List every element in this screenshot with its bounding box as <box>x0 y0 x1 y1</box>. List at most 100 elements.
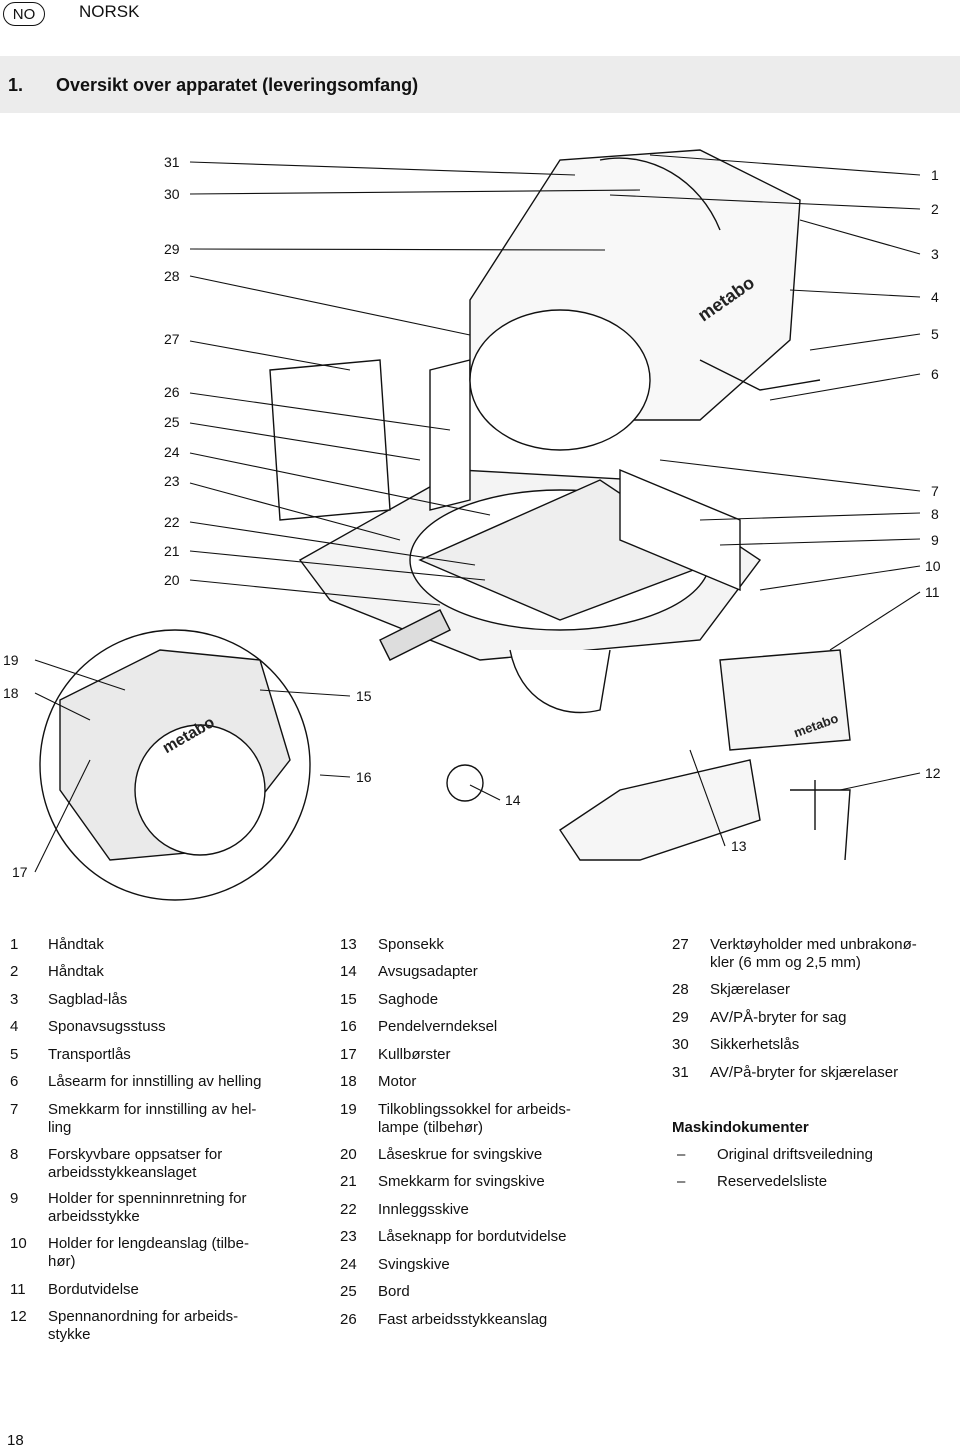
item-number: 13 <box>340 936 357 953</box>
item-number: 31 <box>672 1064 689 1081</box>
mitre-saw-illustration: metabo metabo metabo <box>34 149 921 901</box>
item-label: Sagblad-lås <box>48 991 128 1008</box>
item-label: Pendelverndeksel <box>378 1018 498 1035</box>
list-item: 8 Forskyvbare oppsatser for arbeidsstykke… <box>10 1146 288 1182</box>
item-number: 28 <box>672 981 689 998</box>
callout-7: 7 <box>931 483 939 499</box>
list-item: 7 Smekkarm for innstilling av hel- ling <box>10 1101 288 1137</box>
item-number: 9 <box>10 1190 19 1207</box>
section-title: Oversikt over apparatet (leveringsomfang… <box>56 75 419 95</box>
callout-25: 25 <box>164 414 180 430</box>
item-label: Holder for lengdeanslag (tilbe- hør) <box>48 1235 249 1270</box>
callout-3: 3 <box>931 246 939 262</box>
item-number: 30 <box>672 1036 689 1053</box>
callout-13: 13 <box>731 838 747 854</box>
item-number: 16 <box>340 1018 357 1035</box>
list-item: 26 Fast arbeidsstykkeanslag <box>340 1311 618 1329</box>
item-label: AV/PÅ-bryter for sag <box>710 1009 847 1026</box>
callout-4: 4 <box>931 289 939 305</box>
list-item: 10 Holder for lengdeanslag (tilbe- hør) <box>10 1235 288 1271</box>
callout-11: 11 <box>925 584 940 600</box>
item-number: 17 <box>340 1046 357 1063</box>
section-number: 1. <box>8 75 24 95</box>
item-number: 15 <box>340 991 357 1008</box>
list-item: 20 Låseskrue for svingskive <box>340 1146 618 1164</box>
item-number: 24 <box>340 1256 357 1273</box>
callout-20: 20 <box>164 572 180 588</box>
callout-28: 28 <box>164 268 180 284</box>
item-number: 20 <box>340 1146 357 1163</box>
item-number: 18 <box>340 1073 357 1090</box>
callout-6: 6 <box>931 366 939 382</box>
callout-12: 12 <box>925 765 941 781</box>
item-label: Motor <box>378 1073 417 1090</box>
callout-18: 18 <box>3 685 19 701</box>
callout-15: 15 <box>356 688 372 704</box>
item-label: Forskyvbare oppsatser for arbeidsstykkea… <box>48 1146 223 1181</box>
item-number: 7 <box>10 1101 19 1118</box>
item-label: Håndtak <box>48 936 104 953</box>
item-number: 6 <box>10 1073 19 1090</box>
item-number: 10 <box>10 1235 27 1252</box>
list-item: 31 AV/På-bryter for skjærelaser <box>672 1064 950 1082</box>
list-item: 16 Pendelverndeksel <box>340 1018 618 1036</box>
callout-21: 21 <box>164 543 180 559</box>
list-item: 5 Transportlås <box>10 1046 288 1064</box>
callout-31: 31 <box>164 154 180 170</box>
dash-bullet: – <box>677 1173 686 1190</box>
item-label: Tilkoblingssokkel for arbeids- lampe (ti… <box>378 1101 571 1136</box>
item-number: 26 <box>340 1311 357 1328</box>
callout-2: 2 <box>931 201 939 217</box>
item-number: 23 <box>340 1228 357 1245</box>
item-label: Innleggsskive <box>378 1201 469 1218</box>
item-label: Låseknapp for bordutvidelse <box>378 1228 567 1245</box>
language-label: NORSK <box>79 2 140 21</box>
item-number: 11 <box>10 1281 26 1298</box>
item-label: Avsugsadapter <box>378 963 478 980</box>
language-badge: NO <box>3 2 45 26</box>
machine-doc-label: Reservedelsliste <box>717 1173 828 1190</box>
item-label: Låseskrue for svingskive <box>378 1146 543 1163</box>
callout-29: 29 <box>164 241 180 257</box>
item-number: 5 <box>10 1046 19 1063</box>
item-label: Skjærelaser <box>710 981 791 998</box>
callout-27: 27 <box>164 331 180 347</box>
item-number: 21 <box>340 1173 357 1190</box>
item-label: Bord <box>378 1283 410 1300</box>
callout-1: 1 <box>931 167 939 183</box>
callout-10: 10 <box>925 558 941 574</box>
machine-doc-label: Original driftsveiledning <box>717 1146 873 1163</box>
item-label: Fast arbeidsstykkeanslag <box>378 1311 548 1328</box>
item-label: AV/På-bryter for skjærelaser <box>710 1064 899 1081</box>
callout-9: 9 <box>931 532 939 548</box>
callout-5: 5 <box>931 326 939 342</box>
item-number: 27 <box>672 936 689 953</box>
callout-30: 30 <box>164 186 180 202</box>
item-label: Transportlås <box>48 1046 131 1063</box>
item-label: Smekkarm for innstilling av hel- ling <box>48 1101 257 1136</box>
item-number: 8 <box>10 1146 19 1163</box>
item-label: Håndtak <box>48 963 104 980</box>
item-number: 3 <box>10 991 19 1008</box>
callout-8: 8 <box>931 506 939 522</box>
callout-19: 19 <box>3 652 19 668</box>
dash-bullet: – <box>677 1146 686 1163</box>
list-item: 18 Motor <box>340 1073 618 1091</box>
section-banner <box>0 56 960 113</box>
machine-docs-heading: Maskindokumenter <box>672 1119 809 1136</box>
